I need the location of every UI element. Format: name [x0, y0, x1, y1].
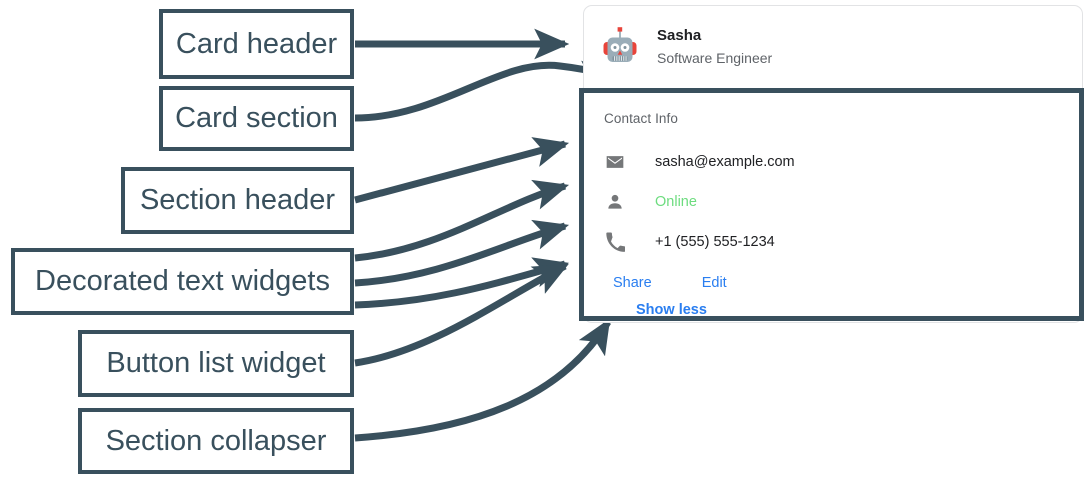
- section-collapser-button[interactable]: Show less: [636, 302, 707, 318]
- card-header-text: Sasha Software Engineer: [657, 24, 772, 70]
- widget-text: +1 (555) 555-1234: [655, 234, 775, 250]
- arrow-section-header: [354, 137, 570, 204]
- section-header: Contact Info: [604, 111, 678, 126]
- share-button[interactable]: Share: [613, 275, 652, 291]
- card-subtitle: Software Engineer: [657, 50, 773, 67]
- arrow-decorated-widget-3: [354, 257, 570, 309]
- profile-card: Sasha Software Engineer Contact Info sas…: [579, 5, 1084, 323]
- arrow-decorated-widget-2: [354, 219, 570, 287]
- callout-label: Decorated text widgets: [35, 265, 330, 297]
- card-header: Sasha Software Engineer: [584, 6, 1082, 88]
- arrow-section-collapser: [354, 318, 611, 442]
- person-icon: [604, 191, 626, 213]
- callout-label: Card section: [175, 102, 338, 134]
- decorated-text-widget-phone: +1 (555) 555-1234: [604, 222, 1079, 262]
- widget-text: sasha@example.com: [655, 154, 795, 170]
- widget-text: Online: [655, 194, 697, 210]
- callout-button-list-widget: Button list widget: [78, 330, 354, 397]
- arrow-card-section: [354, 60, 617, 122]
- callout-label: Section collapser: [105, 424, 327, 457]
- card-section: Contact Info sasha@example.com Online: [579, 88, 1084, 321]
- edit-button[interactable]: Edit: [701, 275, 727, 291]
- callout-card-header: Card header: [159, 9, 354, 79]
- callout-decorated-text-widgets: Decorated text widgets: [11, 248, 354, 315]
- arrow-button-list: [354, 262, 569, 367]
- phone-icon: [604, 231, 626, 253]
- email-icon: [604, 151, 626, 173]
- callout-section-collapser: Section collapser: [78, 408, 354, 474]
- button-list-widget: Share Edit: [613, 266, 1079, 300]
- callout-label: Section header: [139, 184, 336, 216]
- decorated-text-widget-status: Online: [604, 182, 1079, 222]
- robot-avatar-icon: [603, 27, 637, 62]
- callout-card-section: Card section: [159, 86, 354, 151]
- callout-label: Button list widget: [106, 347, 326, 379]
- decorated-text-widget-email: sasha@example.com: [604, 142, 1079, 182]
- arrow-decorated-widget-1: [354, 179, 570, 262]
- card-title: Sasha: [657, 27, 702, 45]
- callout-label: Card header: [175, 27, 338, 60]
- callout-section-header: Section header: [121, 167, 354, 234]
